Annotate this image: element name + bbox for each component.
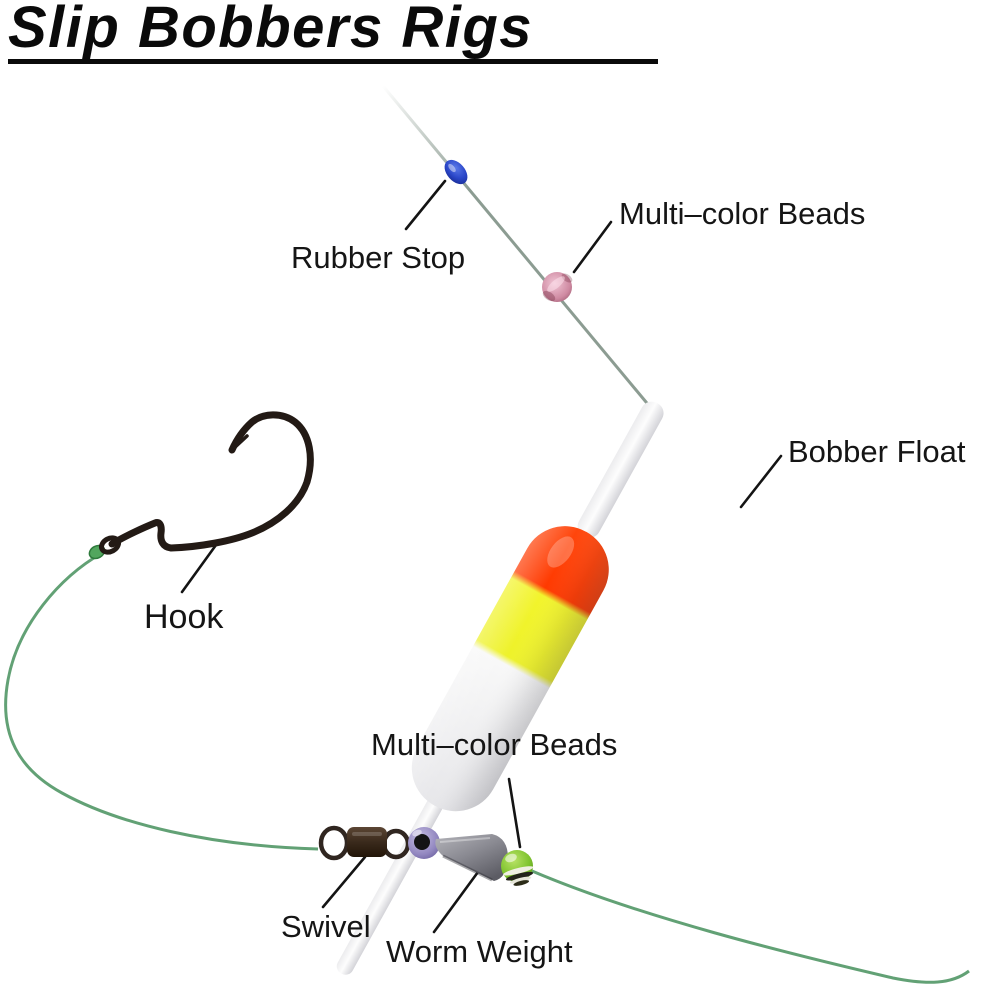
swivel-barrel-highlight xyxy=(352,832,382,836)
label-multicolor-beads-bottom: Multi–color Beads xyxy=(371,727,618,762)
green-bead xyxy=(501,850,534,886)
bobber-body-shading xyxy=(411,526,609,812)
pointer-beads-top xyxy=(572,220,613,274)
label-rubber-stop: Rubber Stop xyxy=(291,240,466,275)
fishing-line-hook-to-swivel xyxy=(4,551,319,851)
label-multicolor-beads-top: Multi–color Beads xyxy=(619,196,866,231)
hook xyxy=(88,411,314,560)
swivel xyxy=(318,825,411,861)
label-worm-weight: Worm Weight xyxy=(386,934,573,969)
pointer-bobber-float xyxy=(739,454,783,509)
pink-bead xyxy=(542,272,573,302)
page-title: Slip Bobbers Rigs xyxy=(8,0,534,60)
label-swivel: Swivel xyxy=(281,909,371,944)
hook-shank-and-bend xyxy=(108,411,314,552)
pointer-hook xyxy=(180,543,218,594)
bobber-float xyxy=(336,401,664,975)
worm-weight xyxy=(435,834,508,882)
bobber-gloss-highlight xyxy=(547,536,575,568)
pointer-lines xyxy=(180,179,783,934)
pointer-beads-bottom-right xyxy=(507,777,522,849)
pointer-swivel xyxy=(321,855,367,909)
swivel-barrel xyxy=(347,827,387,857)
hook-barb xyxy=(231,434,249,451)
label-hook: Hook xyxy=(144,598,224,636)
bobber-top-stem xyxy=(577,401,664,538)
fishing-line-weight-to-bobber xyxy=(531,869,970,984)
pointer-worm-weight xyxy=(432,870,480,934)
pointer-rubber-stop xyxy=(404,179,447,231)
swivel-left-ring xyxy=(318,825,350,861)
purple-bead xyxy=(408,827,440,859)
title-underline xyxy=(8,59,658,64)
label-bobber-float: Bobber Float xyxy=(788,434,966,469)
rubber-stop-bead xyxy=(444,159,468,185)
fishing-line-upper xyxy=(381,85,653,409)
